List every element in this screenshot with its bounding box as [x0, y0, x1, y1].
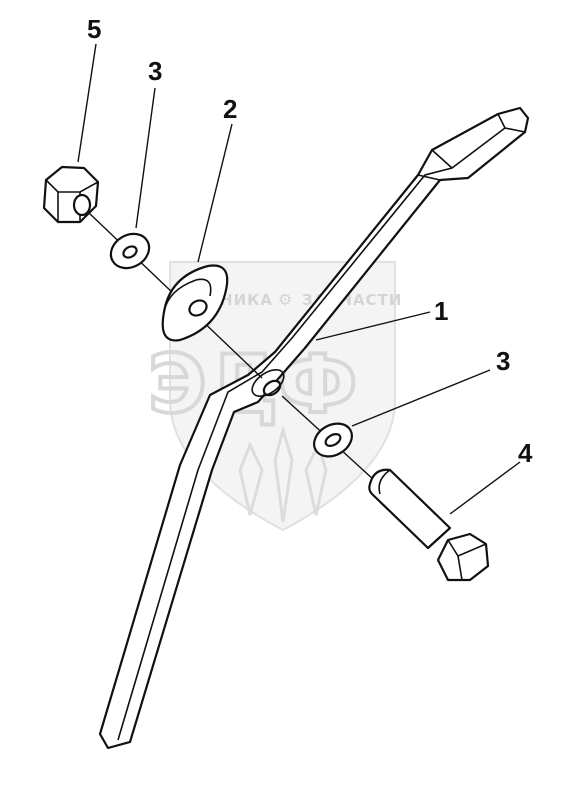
callout-labels: 5 3 2 1 3 4	[87, 14, 533, 468]
callout-2: 2	[223, 94, 237, 124]
leader-3a	[135, 87, 156, 229]
part-3-washer-lower	[313, 422, 353, 458]
callout-3-lower: 3	[496, 346, 510, 376]
bar-bend-1	[417, 174, 441, 181]
leader-2	[197, 123, 233, 263]
bar-edge-long	[117, 127, 506, 741]
callout-3-upper: 3	[148, 56, 162, 86]
leader-3b	[351, 369, 491, 427]
nut-face	[45, 179, 99, 193]
leader-5	[77, 43, 97, 163]
callout-5: 5	[87, 14, 101, 44]
bar-hole	[262, 379, 282, 397]
part-4-bolt	[368, 468, 490, 582]
gear-icon: ⚙	[278, 290, 292, 309]
part-5-nut	[42, 165, 100, 224]
bolt-head	[436, 532, 490, 582]
nut-hole	[72, 193, 92, 217]
part-1-bar	[98, 106, 530, 750]
callout-1: 1	[434, 296, 448, 326]
leader-4	[449, 461, 521, 515]
bar-boss	[251, 369, 285, 397]
bolt-shank	[368, 468, 452, 550]
part-2-large-washer	[161, 264, 229, 342]
callout-4: 4	[518, 438, 533, 468]
bar-outline	[98, 106, 530, 750]
leader-lines	[77, 43, 521, 515]
bar-bend-2	[431, 149, 453, 169]
leader-1	[315, 311, 431, 341]
part-3-washer-upper	[109, 232, 151, 270]
